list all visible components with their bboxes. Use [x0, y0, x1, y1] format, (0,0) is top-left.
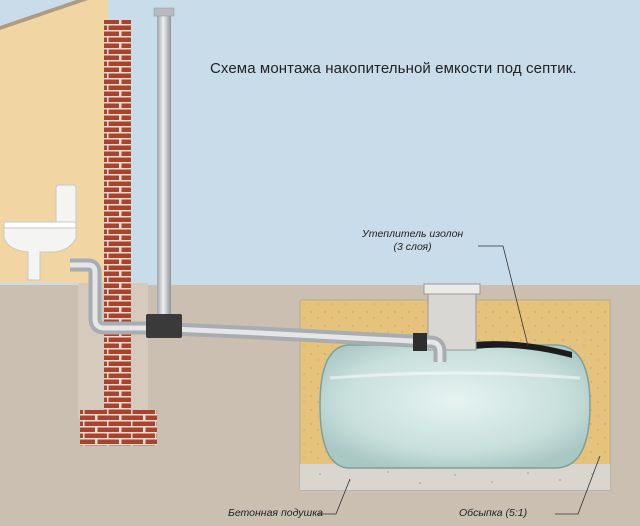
toilet-icon: [3, 184, 77, 281]
vent-pipe: [157, 15, 171, 315]
insulation-leader: [478, 245, 529, 347]
storage-tank: [319, 344, 591, 469]
brick-wall: [104, 20, 131, 410]
backfill-label: Обсыпка (5:1): [459, 507, 528, 519]
concrete-pad-label: Бетонная подушка: [228, 507, 324, 519]
insulation-layer: [474, 341, 572, 358]
insulation-label: Утеплитель изолон (3 слоя): [362, 228, 463, 254]
diagram-title: Схема монтажа накопительной емкости под …: [210, 60, 577, 77]
house-wall: [0, 0, 108, 283]
brick-footing: [80, 410, 157, 446]
tee-fitting: [146, 314, 182, 338]
insulation-label-line1: Утеплитель изолон: [362, 228, 464, 240]
pad-leader: [317, 478, 351, 515]
insulation-label-line2: (3 слоя): [393, 241, 432, 253]
fill-leader: [555, 455, 601, 515]
pipe-coupling: [413, 333, 427, 351]
